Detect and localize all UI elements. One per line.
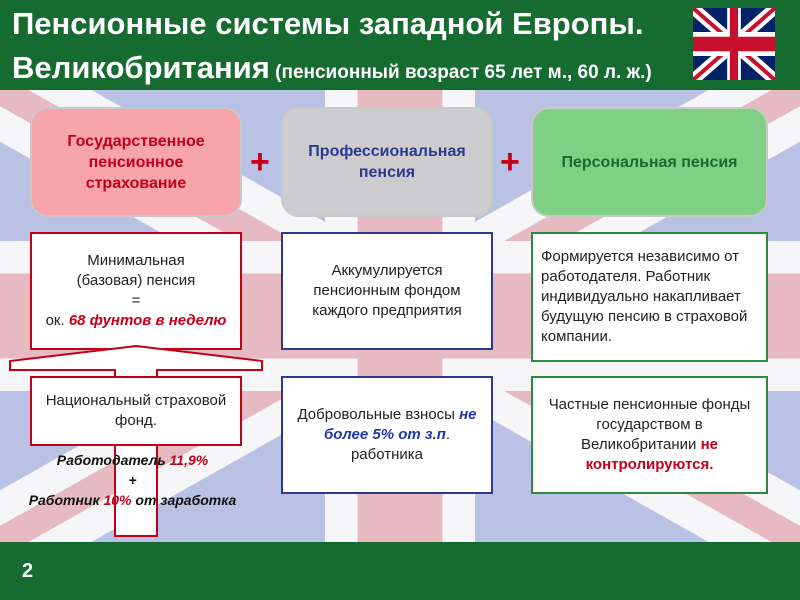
accumulation-box: Аккумулируется пенсионным фондом каждого… [281,232,493,350]
private-funds-box: Частные пенсионные фонды государством в … [531,376,768,494]
minimum-pension-box: Минимальная (базовая) пенсия = ок. 68 фу… [30,232,242,350]
personal-pension-desc-box: Формируется независимо от работодателя. … [531,232,768,362]
national-fund-box: Национальный страховой фонд. [30,376,242,446]
personal-pension-pillar: Персональная пенсия [531,107,768,217]
voluntary-contributions-box: Добровольные взносы не более 5% от з.п. … [281,376,493,494]
retirement-age-note: (пенсионный возраст 65 лет м., 60 л. ж.) [270,62,652,83]
page-subtitle: Великобритания (пенсионный возраст 65 ле… [12,50,652,86]
state-insurance-pillar: Государственное пенсионное страхование [30,107,242,217]
plus-sign: + [250,143,270,182]
plus-sign: + [500,143,520,182]
professional-pension-pillar: Профессиональная пенсия [281,107,493,217]
uk-flag-icon [693,8,775,80]
page-number: 2 [22,560,33,583]
page-title: Пенсионные системы западной Европы. [12,6,643,42]
footer-bar [0,542,800,600]
contribution-rates: Работодатель 11,9% + Работник 10% от зар… [20,450,245,510]
